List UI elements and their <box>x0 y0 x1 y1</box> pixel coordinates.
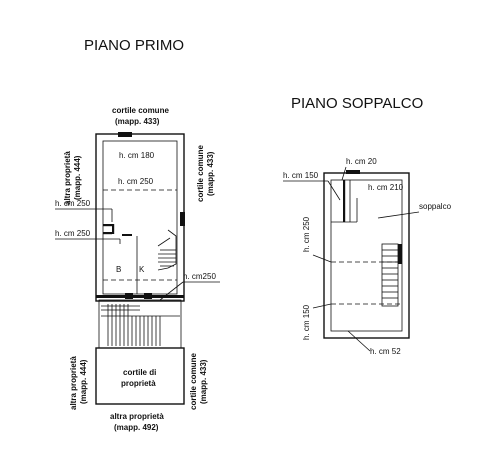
h-cm-180-label: h. cm 180 <box>119 151 155 160</box>
piano-soppalco-walls <box>323 170 410 339</box>
piano-soppalco-title: PIANO SOPPALCO <box>291 95 423 112</box>
courtyard-label-2: proprietà <box>121 379 156 388</box>
leader-line-e2 <box>327 180 341 201</box>
h-cm-250-vert-label: h. cm 250 <box>302 216 311 252</box>
h-cm-150-vert-label: h. cm 150 <box>302 304 311 340</box>
h-cm-52-label: h. cm 52 <box>370 347 401 356</box>
room-k-label: K <box>139 265 145 274</box>
leader-line-d <box>341 166 347 181</box>
svg-text:(mapp. 444): (mapp. 444) <box>73 155 82 200</box>
leader-line-f <box>377 211 420 219</box>
h-cm-250-center-label: h. cm 250 <box>118 177 154 186</box>
svg-text:altra proprietà: altra proprietà <box>69 356 78 410</box>
h-cm-250-left-b-label: h. cm 250 <box>55 229 91 238</box>
h-cm-250-left-a-label: h. cm 250 <box>55 199 91 208</box>
piano-primo-internal-stair <box>157 229 177 271</box>
bottom-left-neighbor-label: altra proprietà (mapp. 444) <box>69 356 88 410</box>
top-cortile-label: cortile comune <box>112 106 169 115</box>
bottom-right-courtyard-label: cortile comune (mapp. 433) <box>189 353 208 410</box>
leader-line-c2 <box>159 281 184 301</box>
courtyard-label-1: cortile di <box>123 368 156 377</box>
svg-text:altra proprietà: altra proprietà <box>63 151 72 205</box>
h-cm-250-right-label: h. cm250 <box>183 272 216 281</box>
svg-text:cortile comune: cortile comune <box>189 353 198 410</box>
soppalco-label: soppalco <box>419 202 452 211</box>
h-cm-210-label: h. cm 210 <box>368 183 404 192</box>
h-cm-150-top-label: h. cm 150 <box>283 171 319 180</box>
svg-text:(mapp. 433): (mapp. 433) <box>199 359 208 404</box>
cortile-di-proprieta <box>95 347 185 405</box>
bottom-neighbor-mapp: (mapp. 492) <box>114 423 159 432</box>
leader-line-i <box>347 330 371 352</box>
left-neighbor-label: altra proprietà (mapp. 444) <box>63 151 82 205</box>
leader-line-h <box>312 303 332 309</box>
h-cm-20-label: h. cm 20 <box>346 157 377 166</box>
svg-text:cortile comune: cortile comune <box>196 145 205 202</box>
top-mapp-label: (mapp. 433) <box>115 117 160 126</box>
right-courtyard-label: cortile comune (mapp. 433) <box>196 145 215 202</box>
piano-primo-external-stair <box>98 299 182 349</box>
piano-primo-walls <box>95 132 185 302</box>
bottom-neighbor-label: altra proprietà <box>110 412 164 421</box>
svg-text:(mapp. 433): (mapp. 433) <box>206 151 215 196</box>
piano-primo-title: PIANO PRIMO <box>84 37 184 54</box>
room-b-label: B <box>116 265 121 274</box>
svg-text:(mapp. 444): (mapp. 444) <box>79 359 88 404</box>
leader-line-g <box>312 254 332 263</box>
